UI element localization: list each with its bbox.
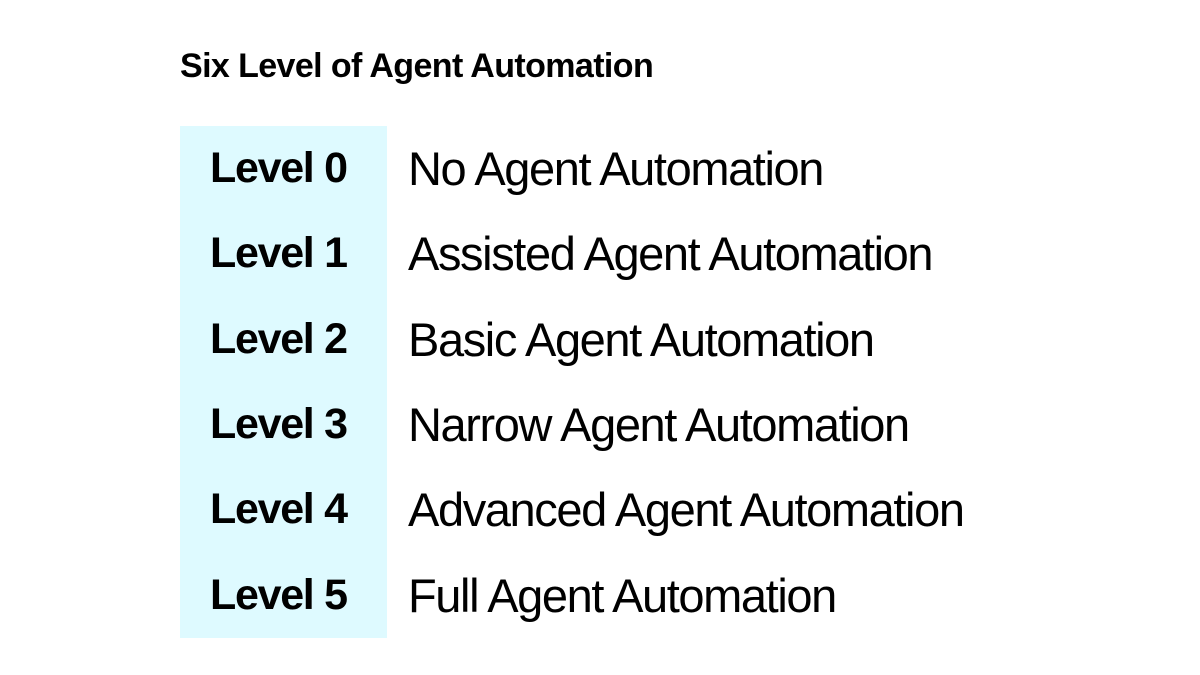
- level-label: Level 2: [210, 314, 348, 363]
- table-row: Level 5 Full Agent Automation: [180, 552, 1080, 637]
- table-body: Level 0 No Agent Automation Level 1 Assi…: [180, 126, 1080, 638]
- level-column-highlight: [180, 126, 387, 638]
- level-description: Basic Agent Automation: [408, 312, 875, 366]
- level-description: Full Agent Automation: [408, 568, 837, 622]
- automation-levels-table: Level 0 No Agent Automation Level 1 Assi…: [180, 126, 1080, 638]
- level-label: Level 3: [210, 400, 348, 449]
- level-description: Advanced Agent Automation: [408, 483, 965, 537]
- level-description: No Agent Automation: [408, 142, 824, 196]
- page-title: Six Level of Agent Automation: [180, 47, 654, 85]
- level-description: Assisted Agent Automation: [408, 227, 934, 281]
- table-row: Level 0 No Agent Automation: [180, 126, 1080, 211]
- table-row: Level 4 Advanced Agent Automation: [180, 467, 1080, 552]
- level-label: Level 1: [210, 229, 348, 278]
- level-label: Level 5: [210, 570, 348, 619]
- level-description: Narrow Agent Automation: [408, 398, 910, 452]
- table-row: Level 2 Basic Agent Automation: [180, 297, 1080, 382]
- table-row: Level 3 Narrow Agent Automation: [180, 382, 1080, 467]
- table-row: Level 1 Assisted Agent Automation: [180, 211, 1080, 296]
- level-label: Level 4: [210, 485, 348, 534]
- level-label: Level 0: [210, 144, 348, 193]
